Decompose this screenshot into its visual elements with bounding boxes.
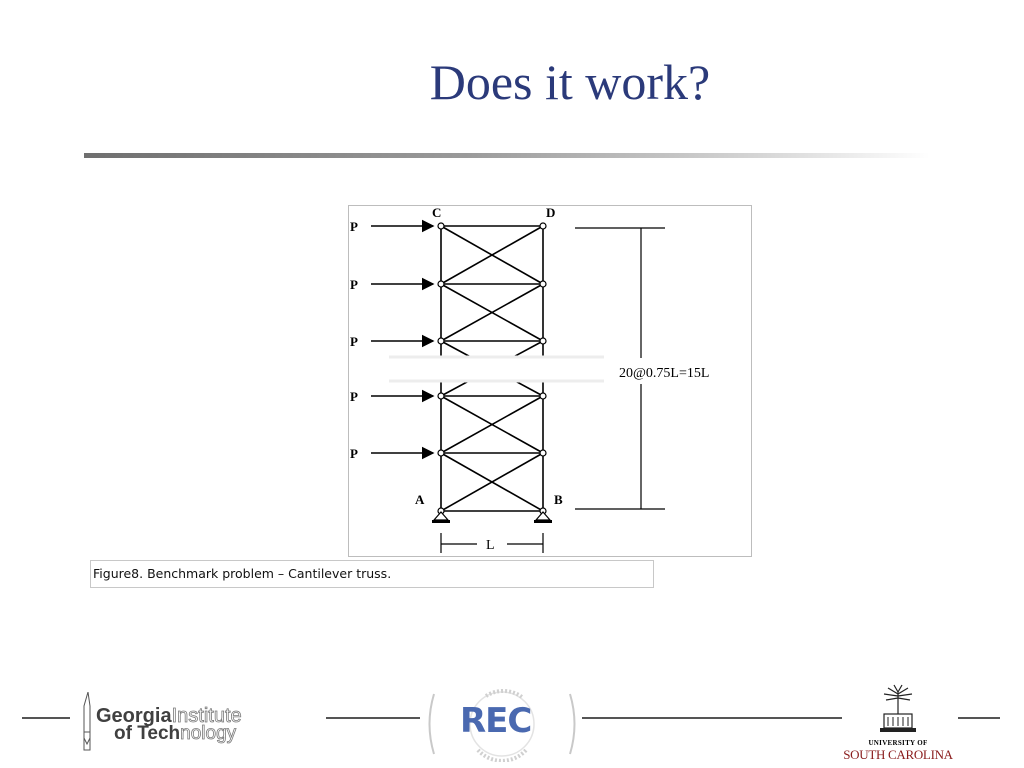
joint <box>539 337 547 345</box>
node-label-d: D <box>546 206 555 220</box>
joint <box>437 449 445 457</box>
figure-caption: Figure8. Benchmark problem – Cantilever … <box>90 560 654 588</box>
load-label: P <box>350 277 358 292</box>
support-a <box>432 511 450 521</box>
joint <box>539 280 547 288</box>
footer-lines <box>22 717 1000 719</box>
node-label-a: A <box>415 492 425 507</box>
joint <box>437 280 445 288</box>
joint-c <box>437 222 445 230</box>
width-dimension-label: L <box>486 538 495 553</box>
footer: GeorgiaInstitute of Technology REC <box>0 680 1024 768</box>
diagonal <box>440 395 544 454</box>
load-label: P <box>350 389 358 404</box>
gt-logo-line1: GeorgiaInstitute <box>96 705 242 727</box>
title-divider <box>84 153 930 158</box>
support-b <box>534 511 552 521</box>
diagonal <box>440 452 544 512</box>
joint <box>539 392 547 400</box>
rec-logo: REC <box>426 684 578 762</box>
joint-d <box>539 222 547 230</box>
diagonal <box>440 225 544 285</box>
diagonal <box>440 283 544 342</box>
gt-logo-line2: of Technology <box>114 723 237 744</box>
joint <box>437 337 445 345</box>
rec-emblem-icon <box>428 688 576 762</box>
palmetto-icon <box>880 684 916 732</box>
joint <box>539 449 547 457</box>
load-label: P <box>350 446 358 461</box>
tech-tower-icon <box>83 692 91 751</box>
support-b-base <box>534 520 552 523</box>
georgia-tech-logo: GeorgiaInstitute of Technology <box>80 690 320 751</box>
support-a-base <box>432 520 450 523</box>
slide-title: Does it work? <box>429 54 711 110</box>
node-label-b: B <box>554 492 563 507</box>
height-dimension-label: 20@0.75L=15L <box>619 366 709 381</box>
load-label: P <box>350 334 358 349</box>
break-band <box>389 356 604 382</box>
node-label-c: C <box>432 206 441 220</box>
truss-diagram: P P P P P C D A B 20@0.75L=15L <box>350 206 709 553</box>
usc-logo: UNIVERSITY OF SOUTH CAROLINA <box>836 684 960 764</box>
rec-logo-text: REC <box>460 701 532 741</box>
usc-logo-big-text: SOUTH CAROLINA <box>843 747 953 762</box>
load-label: P <box>350 219 358 234</box>
joint <box>437 392 445 400</box>
truss-figure: P P P P P C D A B 20@0.75L=15L <box>348 205 752 557</box>
usc-logo-small-text: UNIVERSITY OF <box>868 739 928 747</box>
